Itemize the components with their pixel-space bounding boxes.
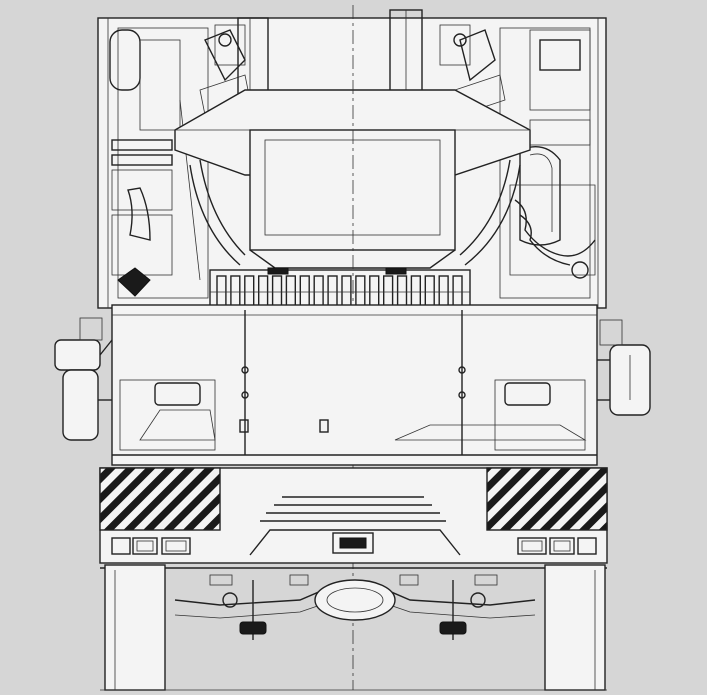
front-bumper xyxy=(99,467,608,564)
left-mirror xyxy=(54,317,113,441)
right-hazard-stripes xyxy=(486,467,608,531)
engine-housing xyxy=(174,89,531,269)
support-rods xyxy=(241,310,466,455)
right-bumper-lamps xyxy=(517,537,597,555)
left-hazard-stripes xyxy=(99,467,221,531)
right-mirror xyxy=(597,319,651,416)
left-bumper-lamps xyxy=(111,537,191,555)
front-body xyxy=(111,304,598,466)
front-axle xyxy=(100,564,607,691)
